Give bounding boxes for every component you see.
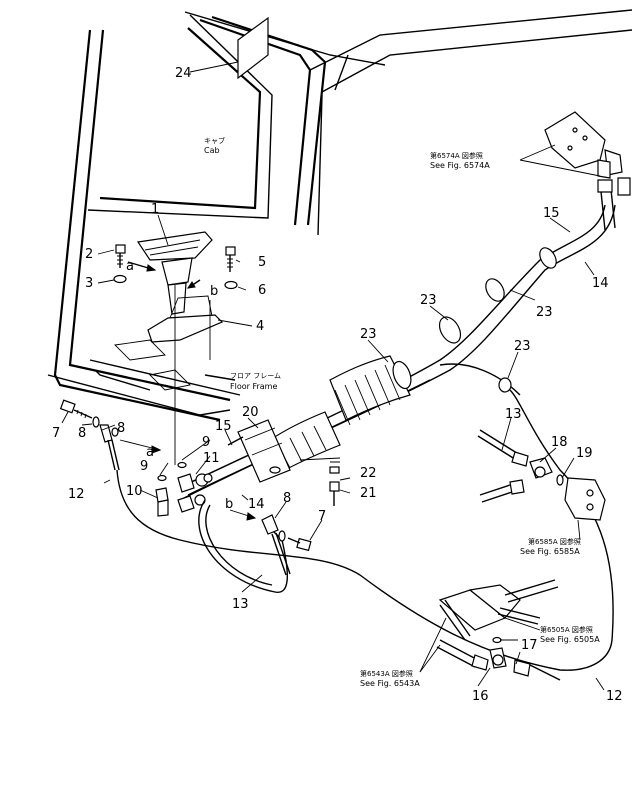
callout-23: 23: [514, 339, 531, 354]
callout-13: 13: [505, 407, 522, 422]
callout-10: 10: [126, 484, 143, 499]
callout-18: 18: [551, 435, 568, 450]
callout-7: 7: [52, 426, 60, 441]
letter-a: a: [146, 445, 154, 460]
callout-2: 2: [85, 247, 93, 262]
callout-21: 21: [360, 486, 377, 501]
callout-7: 7: [318, 509, 326, 524]
right-fittings: [436, 111, 631, 681]
callout-23: 23: [420, 293, 437, 308]
callout-15: 15: [215, 419, 232, 434]
callout-23: 23: [360, 327, 377, 342]
callout-8: 8: [283, 491, 291, 506]
view-letters: a a b b: [126, 259, 233, 512]
callout-9: 9: [202, 435, 210, 450]
callout-24: 24: [175, 66, 192, 81]
callout-8: 8: [117, 421, 125, 436]
callout-12: 12: [606, 689, 623, 704]
cab-label-jp: キャブ: [204, 136, 225, 145]
letter-a: a: [126, 259, 134, 274]
callout-14: 14: [248, 497, 265, 512]
callout-4: 4: [256, 319, 264, 334]
cab-frame: [47, 9, 632, 422]
ref-6543a: See Fig. 6543A: [360, 679, 420, 688]
callout-numbers: 24 1 2 3 4 5 6 7 7 8 8 8 9 9 10 11 12 12…: [52, 66, 623, 704]
reference-notes: キャブ Cab フロア フレーム Floor Frame 第6574A 図参照 …: [204, 136, 600, 688]
callout-8: 8: [78, 426, 86, 441]
callout-3: 3: [85, 276, 93, 291]
callout-20: 20: [242, 405, 259, 420]
callout-19: 19: [576, 446, 593, 461]
hose-bundle: [179, 204, 616, 506]
pedal-assembly: [113, 231, 238, 465]
ref-6505a-jp: 第6505A 図参照: [540, 625, 593, 634]
callout-17: 17: [521, 638, 538, 653]
ref-6585a-jp: 第6585A 図参照: [528, 537, 581, 546]
ref-6574a-jp: 第6574A 図参照: [430, 151, 483, 160]
callout-11: 11: [203, 451, 220, 466]
ref-6585a: See Fig. 6585A: [520, 547, 580, 556]
callout-6: 6: [258, 283, 266, 298]
left-fittings: [59, 389, 614, 671]
ref-6505a: See Fig. 6505A: [540, 635, 600, 644]
leader-lines: [61, 61, 605, 691]
callout-14: 14: [592, 276, 609, 291]
callout-9: 9: [140, 459, 148, 474]
floor-frame-label: Floor Frame: [230, 382, 277, 391]
ref-6543a-jp: 第6543A 図参照: [360, 669, 413, 678]
callout-23: 23: [536, 305, 553, 320]
callout-13: 13: [232, 597, 249, 612]
callout-12: 12: [68, 487, 85, 502]
letter-b: b: [225, 497, 233, 512]
cab-label: Cab: [204, 146, 220, 155]
callout-16: 16: [472, 689, 489, 704]
callout-5: 5: [258, 255, 266, 270]
callout-1: 1: [151, 202, 159, 217]
letter-b: b: [210, 284, 218, 299]
callout-22: 22: [360, 466, 377, 481]
callout-15: 15: [543, 206, 560, 221]
floor-frame-label-jp: フロア フレーム: [230, 372, 281, 380]
ref-6574a: See Fig. 6574A: [430, 161, 490, 170]
